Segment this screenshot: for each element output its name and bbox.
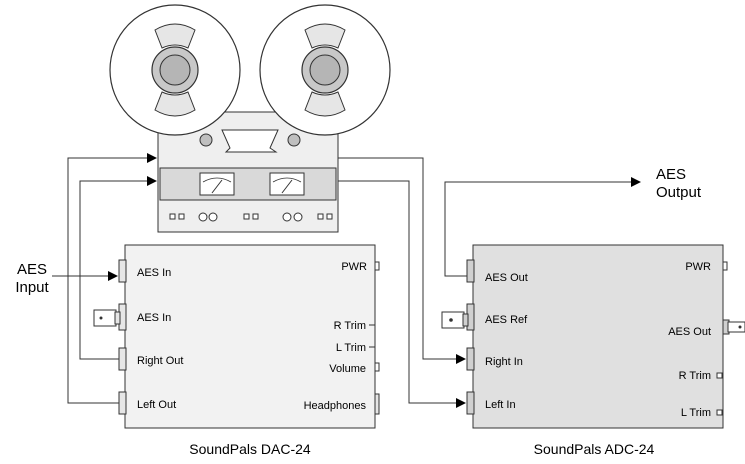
wire-deck-to-left-in xyxy=(338,180,466,408)
bnc-connector-icon xyxy=(441,311,469,329)
adc-port-r-trim: R Trim xyxy=(679,370,711,382)
adc-port-l-trim: L Trim xyxy=(681,407,711,419)
reel-icon xyxy=(259,4,391,136)
aes-output-label-2: Output xyxy=(656,184,702,201)
dac-port-aes-in-2: AES In xyxy=(137,312,171,324)
adc-port-aes-out: AES Out xyxy=(485,272,528,284)
adc-port-pwr: PWR xyxy=(685,261,711,273)
tape-deck-icon xyxy=(109,4,391,233)
vu-meter-icon xyxy=(199,172,235,196)
connection-wires xyxy=(52,153,641,408)
dac-port-r-trim: R Trim xyxy=(334,320,366,332)
dac-port-volume: Volume xyxy=(329,363,366,375)
wire-aes-output xyxy=(444,177,641,277)
dac-caption: SoundPals DAC-24 xyxy=(189,441,311,457)
aes-input-label-1: AES xyxy=(17,261,47,278)
wire-right-out-to-deck xyxy=(79,176,157,360)
wire-deck-to-right-in xyxy=(338,157,466,364)
bnc-connector-icon xyxy=(722,319,745,335)
wire-left-out-to-deck xyxy=(67,153,157,404)
adc-port-right-in: Right In xyxy=(485,356,523,368)
aes-input-label-2: Input xyxy=(15,279,49,296)
reel-icon xyxy=(109,4,241,136)
dac-port-pwr: PWR xyxy=(341,261,367,273)
dac-port-headphones: Headphones xyxy=(304,400,367,412)
vu-meter-icon xyxy=(269,172,305,196)
aes-output-label-1: AES xyxy=(656,166,686,183)
dac-port-aes-in: AES In xyxy=(137,267,171,279)
adc-port-aes-out-right: AES Out xyxy=(668,326,711,338)
adc-caption: SoundPals ADC-24 xyxy=(534,441,655,457)
adc-port-aes-ref: AES Ref xyxy=(485,314,528,326)
dac-port-right-out: Right Out xyxy=(137,355,183,367)
dac-port-l-trim: L Trim xyxy=(336,342,366,354)
dac-box xyxy=(93,244,380,429)
bnc-connector-icon xyxy=(93,309,121,327)
adc-port-left-in: Left In xyxy=(485,399,516,411)
adc-box xyxy=(441,244,745,429)
dac-port-left-out: Left Out xyxy=(137,399,176,411)
